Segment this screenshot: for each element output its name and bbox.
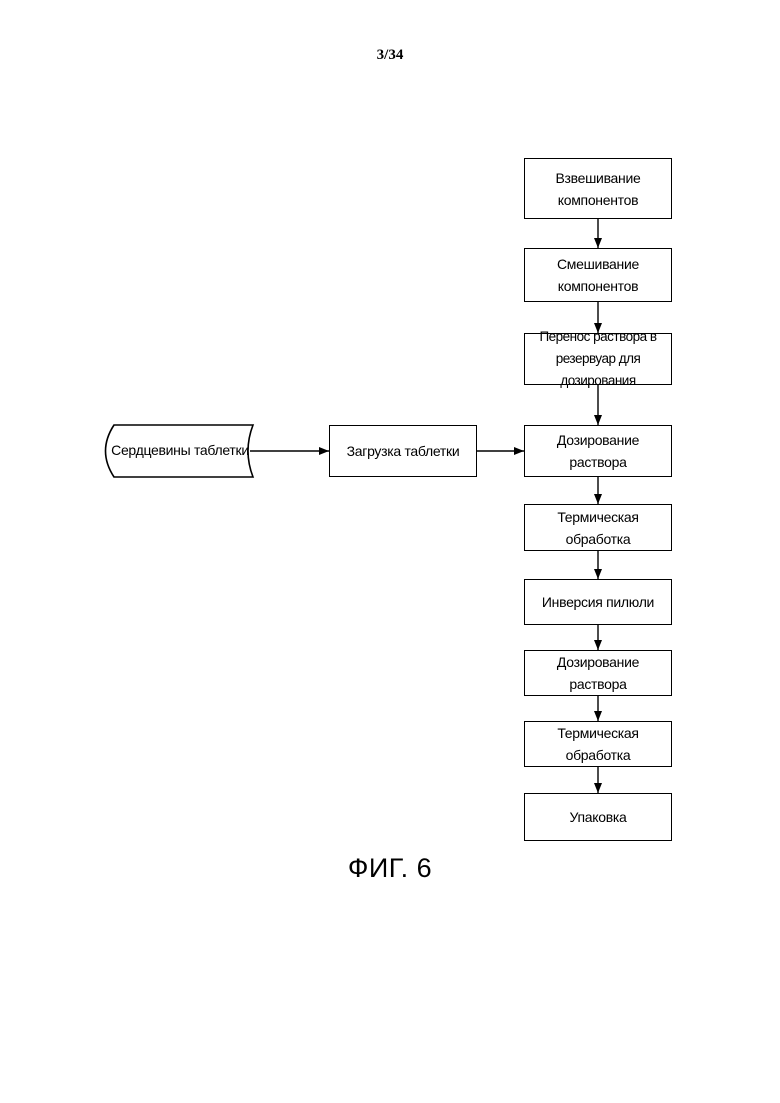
step-box-mixing: Смешивание компонентов (524, 248, 672, 302)
step-label: Упаковка (568, 806, 629, 828)
step-box-solution-dosing-2: Дозирование раствора (524, 650, 672, 696)
step-box-packaging: Упаковка (524, 793, 672, 841)
step-label: Дозирование раствора (525, 651, 671, 695)
step-label: Термическая обработка (525, 722, 671, 766)
step-label: Смешивание компонентов (525, 253, 671, 297)
step-label: Перенос раствора в резервуар для дозиров… (525, 326, 671, 392)
step-box-pill-inversion: Инверсия пилюли (524, 579, 672, 625)
tablet-cores-label: Сердцевины таблетки (110, 440, 250, 460)
step-box-heat-treatment-2: Термическая обработка (524, 721, 672, 767)
step-label: Взвешивание компонентов (525, 167, 671, 211)
tablet-loading-box: Загрузка таблетки (329, 425, 477, 477)
figure-caption: ФИГ. 6 (0, 853, 780, 884)
step-box-heat-treatment-1: Термическая обработка (524, 504, 672, 551)
step-label: Термическая обработка (525, 506, 671, 550)
step-label: Дозирование раствора (525, 429, 671, 473)
step-box-solution-transfer: Перенос раствора в резервуар для дозиров… (524, 333, 672, 385)
step-box-weighing: Взвешивание компонентов (524, 158, 672, 219)
step-label: Инверсия пилюли (540, 591, 656, 613)
step-box-solution-dosing-1: Дозирование раствора (524, 425, 672, 477)
tablet-loading-label: Загрузка таблетки (345, 440, 462, 462)
